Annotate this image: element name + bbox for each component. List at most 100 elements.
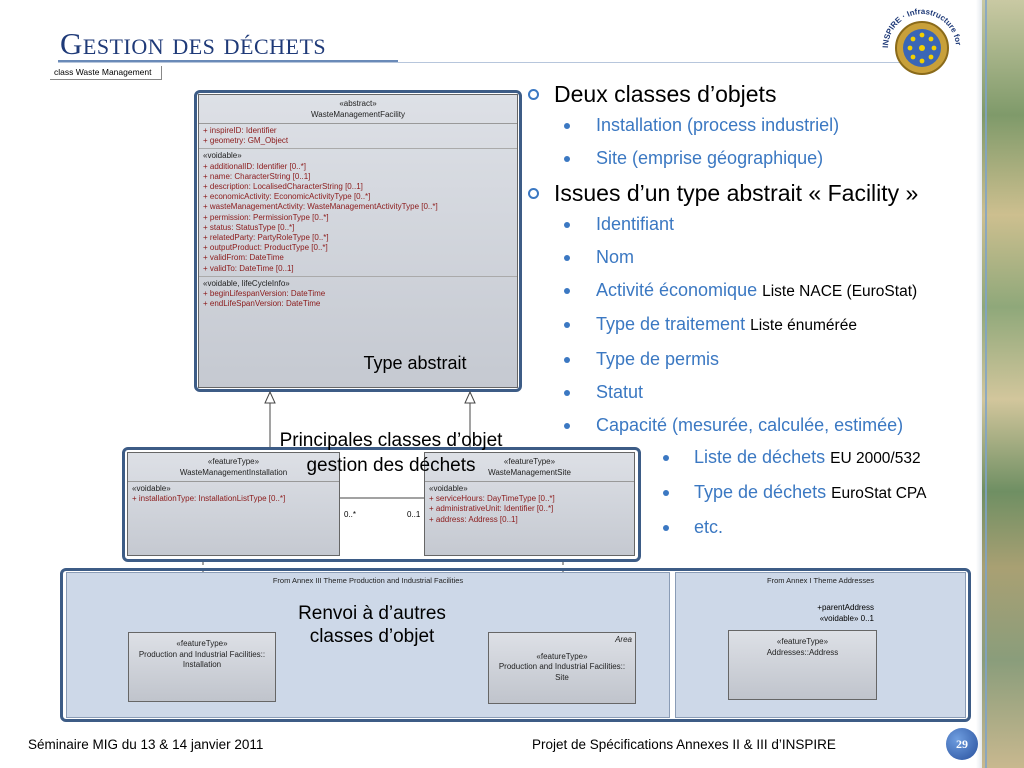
bullet-note: EU 2000/532 — [830, 450, 921, 468]
bullet-text: Type de déchets — [694, 481, 827, 502]
bullet-level3: Type de déchets EuroStat CPA — [528, 481, 978, 505]
packages-frame — [60, 568, 971, 722]
bullet-level3: etc. — [528, 516, 978, 538]
attribute: + status: StatusType [0..*] — [203, 222, 295, 232]
attribute: + additionalID: Identifier [0..*] — [203, 161, 306, 171]
relation-label: +parentAddress «voidable» 0..1 — [780, 602, 874, 624]
attribute: + serviceHours: DayTimeType [0..*] — [429, 494, 555, 504]
class-name: Production and Industrial Facilities:: — [138, 649, 266, 659]
section-header: «voidable» — [132, 484, 171, 493]
dot-bullet-icon — [564, 155, 570, 162]
bullet-text: Liste de déchets — [694, 447, 826, 468]
bullet-text: Site (emprise géographique) — [596, 147, 824, 168]
class-name: Site — [555, 672, 569, 682]
footer-right: Projet de Spécifications Annexes II & II… — [532, 737, 836, 752]
dot-bullet-icon — [564, 287, 570, 294]
annotation-refer-other-classes: Renvoi à d’autres classes d’objet — [272, 602, 472, 648]
class-name: Installation — [182, 660, 222, 669]
ring-bullet-icon — [528, 188, 539, 200]
multiplicity-right: 0..1 — [407, 510, 421, 519]
stereotype: «featureType» — [207, 457, 260, 466]
annotation-line: gestion des déchets — [306, 455, 476, 476]
uml-class-pif-site: Area «featureType» Production and Indust… — [488, 632, 636, 704]
relation-mult: «voidable» 0..1 — [819, 614, 874, 623]
bullet-text: Activité économique — [596, 279, 758, 300]
bullet-text: Nom — [596, 247, 635, 268]
attribute: + address: Address [0..1] — [429, 514, 518, 524]
dot-bullet-icon — [564, 222, 570, 229]
attribute: + permission: PermissionType [0..*] — [203, 212, 329, 222]
attribute: + wasteManagementActivity: WasteManageme… — [203, 202, 438, 212]
bullet-level2: Nom — [528, 246, 978, 268]
decorative-map-strip — [976, 0, 1024, 768]
dot-bullet-icon — [564, 357, 570, 364]
dot-bullet-icon — [564, 255, 570, 262]
stereotype: «featureType» — [503, 457, 556, 466]
attribute: + administrativeUnit: Identifier [0..*] — [429, 504, 554, 514]
class-name: WasteManagementFacility — [311, 110, 405, 119]
annotation-abstract-type: Type abstrait — [363, 353, 467, 373]
attribute: + validTo: DateTime [0..1] — [203, 263, 294, 273]
uml-class-waste-management-site: «featureType» WasteManagementSite «voida… — [424, 452, 635, 556]
bullet-text: Deux classes d’objets — [554, 81, 777, 107]
page-number-badge: 29 — [946, 728, 978, 760]
dot-bullet-icon — [663, 489, 669, 496]
dot-bullet-icon — [663, 524, 669, 531]
footer-left: Séminaire MIG du 13 & 14 janvier 2011 — [28, 737, 264, 752]
attribute: + geometry: GM_Object — [203, 136, 289, 146]
attribute: + relatedParty: PartyRoleType [0..*] — [203, 233, 329, 243]
attribute: + outputProduct: ProductType [0..*] — [203, 243, 328, 253]
class-tag: Area — [615, 635, 632, 644]
bullet-text: Capacité (mesurée, calculée, estimée) — [596, 414, 904, 435]
stereotype: «featureType» — [776, 637, 829, 646]
uml-class-waste-management-installation: «featureType» WasteManagementInstallatio… — [127, 452, 340, 556]
bullet-text: Statut — [596, 381, 644, 402]
annotation-main-classes: Principales classes d’objet gestion des … — [246, 428, 536, 478]
bullet-text: Type de traitement — [596, 314, 746, 335]
bullet-level2: Capacité (mesurée, calculée, estimée) — [528, 414, 978, 436]
feature-frame — [122, 447, 641, 562]
class-name: WasteManagementInstallation — [179, 468, 288, 477]
bullet-text: Issues d’un type abstrait « Facility » — [554, 180, 919, 207]
package-title: From Annex I Theme Addresses — [767, 576, 874, 585]
class-name: Production and Industrial Facilities:: — [498, 662, 626, 671]
dot-bullet-icon — [564, 389, 570, 396]
abstract-frame — [194, 90, 522, 392]
stereotype: «abstract» — [339, 99, 377, 108]
attribute: + description: LocalisedCharacterString … — [203, 182, 363, 192]
bullet-note: EuroStat CPA — [831, 484, 927, 502]
attribute: + installationType: InstallationListType… — [132, 494, 286, 504]
dot-bullet-icon — [663, 455, 669, 462]
bullet-level2: Identifiant — [528, 213, 978, 235]
annotation-line: Principales classes d’objet — [279, 430, 503, 451]
relation-role: +parentAddress — [817, 603, 874, 612]
section-header: «voidable, lifeCycleInfo» — [203, 278, 290, 288]
bullet-level3: Liste de déchets EU 2000/532 — [528, 446, 978, 470]
attribute: + endLifeSpanVersion: DateTime — [203, 299, 321, 309]
diagram-label: class Waste Management — [50, 66, 162, 80]
stereotype: «featureType» — [176, 639, 228, 648]
bullet-list: Deux classes d’objets Installation (proc… — [528, 80, 978, 548]
bullet-level2: Installation (process industriel) — [528, 114, 978, 136]
bullet-level2: Statut — [528, 381, 978, 403]
uml-class-address: «featureType» Addresses::Address — [728, 630, 877, 700]
title-underline — [58, 60, 398, 62]
attribute: + inspireID: Identifier — [203, 126, 277, 135]
section-header: «voidable» — [203, 151, 242, 161]
slide-title: Gestion des déchets — [60, 26, 327, 61]
bullet-level2: Type de traitement Liste énumérée — [528, 313, 978, 337]
dot-bullet-icon — [564, 123, 570, 129]
attribute: + name: CharacterString [0..1] — [203, 171, 311, 181]
dot-bullet-icon — [564, 322, 570, 329]
uml-class-pif-installation: «featureType» Production and Industrial … — [128, 632, 276, 702]
multiplicity-left: 0..* — [344, 510, 357, 519]
section-header: «voidable» — [429, 484, 468, 493]
title-rule — [58, 62, 908, 63]
bullet-level1: Issues d’un type abstrait « Facility » — [528, 179, 978, 207]
bullet-level2: Activité économique Liste NACE (EuroStat… — [528, 279, 978, 303]
attribute: + beginLifespanVersion: DateTime — [203, 289, 326, 299]
inspire-logo: INSPIRE · Infrastructure for Spatial Inf… — [880, 2, 963, 75]
bullet-text: Identifiant — [596, 214, 675, 235]
package-title: From Annex III Theme Production and Indu… — [272, 576, 464, 585]
class-name: Addresses::Address — [766, 647, 839, 657]
